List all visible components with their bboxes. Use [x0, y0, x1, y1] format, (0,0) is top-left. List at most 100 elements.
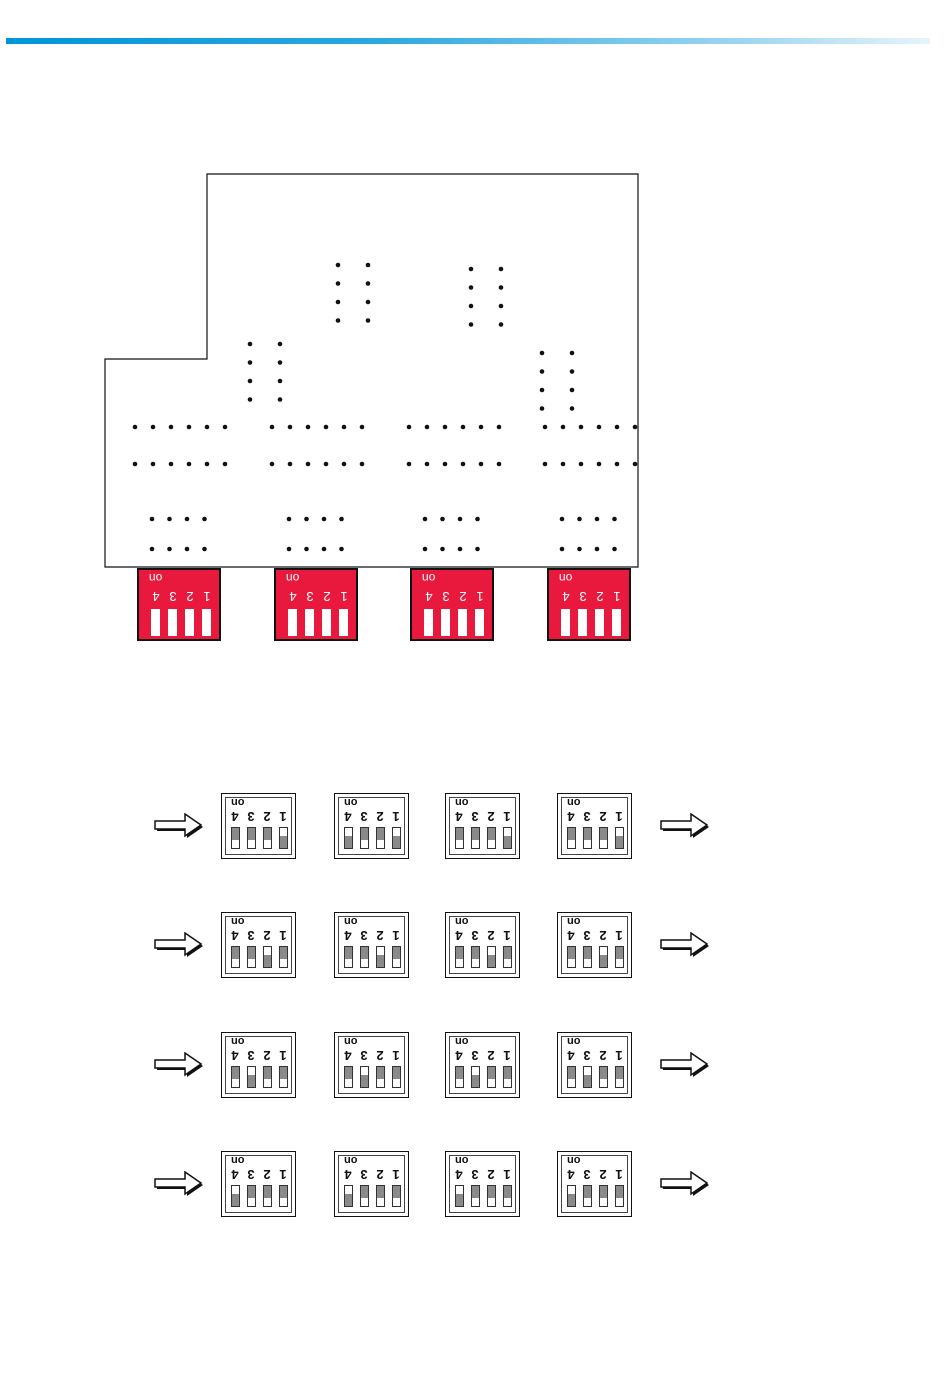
- header-pin: [440, 517, 445, 522]
- dip-position-number: 1: [502, 928, 512, 942]
- dip-toggle-on: [392, 1185, 401, 1207]
- dip-toggle-on: [247, 827, 256, 849]
- dip-toggle[interactable]: [475, 609, 484, 636]
- dip-toggle-knob: [584, 828, 591, 840]
- dip-on-label: on: [286, 572, 299, 584]
- dip-toggle[interactable]: [288, 609, 297, 636]
- dip-toggle-off: [487, 946, 496, 968]
- dip-toggle[interactable]: [185, 609, 194, 636]
- dip-toggle-on: [376, 1185, 385, 1207]
- dip-toggle-knob: [377, 955, 384, 967]
- dip-toggle[interactable]: [151, 609, 160, 636]
- dip-position-number: 3: [582, 928, 592, 942]
- dip-toggle[interactable]: [339, 609, 348, 636]
- dip-toggle-knob: [472, 947, 479, 959]
- dip-position-number: 2: [375, 928, 385, 942]
- dip-toggle-on: [487, 827, 496, 849]
- dip-toggle-on: [247, 1185, 256, 1207]
- header-pin: [633, 462, 638, 467]
- header-pin: [597, 425, 602, 430]
- header-pin: [336, 263, 341, 268]
- header-pin: [633, 425, 638, 430]
- header-pin: [202, 547, 207, 552]
- dip-position-number: 4: [343, 1167, 353, 1181]
- header-pin: [595, 547, 600, 552]
- header-pin: [425, 462, 430, 467]
- dip-toggle-on: [599, 1185, 608, 1207]
- dip-toggle-on: [360, 946, 369, 968]
- dip-toggle-knob: [393, 947, 400, 959]
- dip-toggle[interactable]: [612, 609, 621, 636]
- dip-toggle[interactable]: [322, 609, 331, 636]
- dip-toggle-knob: [504, 947, 511, 959]
- header-pin: [499, 304, 504, 309]
- dip-toggle-knob: [280, 947, 287, 959]
- circuit-board: [104, 173, 640, 568]
- header-pin: [423, 517, 428, 522]
- dip-position-number: 4: [230, 1048, 240, 1062]
- dip-position-number: 3: [470, 928, 480, 942]
- dip-toggle-knob: [504, 836, 511, 848]
- dip-position-number: 4: [423, 589, 435, 603]
- dip-toggle[interactable]: [168, 609, 177, 636]
- dip-on-label: on: [559, 572, 572, 584]
- dip-toggle-off: [344, 1185, 353, 1207]
- header-pin: [423, 547, 428, 552]
- header-pin: [169, 425, 174, 430]
- dip-toggle-on: [344, 946, 353, 968]
- dip-toggle[interactable]: [458, 609, 467, 636]
- dip-toggle[interactable]: [202, 609, 211, 636]
- header-pin: [223, 425, 228, 430]
- board-outline: [104, 173, 640, 568]
- header-pin: [407, 462, 412, 467]
- dip-toggle[interactable]: [595, 609, 604, 636]
- header-pin: [540, 406, 545, 411]
- dip-position-number: 4: [560, 589, 572, 603]
- dip-position-number: 3: [167, 589, 179, 603]
- header-pin: [458, 517, 463, 522]
- dip-position-number: 3: [582, 1048, 592, 1062]
- dip-position-number: 2: [375, 1167, 385, 1181]
- header-accent-bar: [6, 38, 930, 44]
- dip-position-number: 3: [246, 928, 256, 942]
- dip-position-number: 3: [304, 589, 316, 603]
- dip-position-number: 2: [457, 589, 469, 603]
- header-pin: [561, 425, 566, 430]
- dip-position-number: 1: [278, 1048, 288, 1062]
- dip-toggle-on: [263, 1185, 272, 1207]
- dip-toggle[interactable]: [441, 609, 450, 636]
- header-pin: [306, 425, 311, 430]
- dip-toggle-off: [615, 827, 624, 849]
- dip-toggle[interactable]: [578, 609, 587, 636]
- header-pin: [342, 425, 347, 430]
- header-pin: [223, 462, 228, 467]
- header-pin: [205, 425, 210, 430]
- dip-toggle-on: [455, 946, 464, 968]
- header-pin: [185, 517, 190, 522]
- dip-toggle[interactable]: [305, 609, 314, 636]
- dip-toggle-knob: [345, 1194, 352, 1206]
- dip-position-number: 1: [391, 809, 401, 823]
- dip-toggle[interactable]: [424, 609, 433, 636]
- dip-toggle-on: [279, 1185, 288, 1207]
- header-pin: [278, 379, 283, 384]
- dip-toggle-knob: [584, 1186, 591, 1198]
- dip-toggle-knob: [232, 1067, 239, 1079]
- dip-position-number: 2: [375, 1048, 385, 1062]
- dip-position-number: 2: [486, 1167, 496, 1181]
- header-pin: [540, 388, 545, 393]
- dip-position-number: 1: [391, 1048, 401, 1062]
- header-pin: [133, 425, 138, 430]
- dip-toggle-knob: [456, 1067, 463, 1079]
- dip-position-number: 4: [454, 809, 464, 823]
- dip-toggle[interactable]: [561, 609, 570, 636]
- dip-toggle-off: [376, 946, 385, 968]
- dip-position-number: 1: [474, 589, 486, 603]
